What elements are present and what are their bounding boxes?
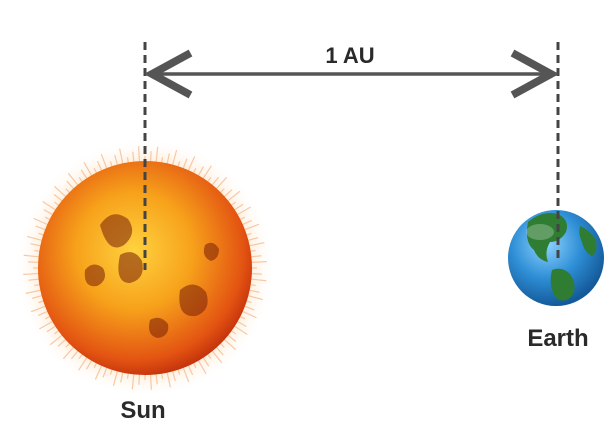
sun-ray — [28, 278, 40, 281]
sun-ray — [138, 146, 141, 163]
sun-ray — [215, 176, 228, 190]
sun-ray — [27, 235, 43, 242]
sun-ray — [243, 305, 255, 311]
sun-ray — [120, 371, 124, 383]
sun-ray — [46, 325, 57, 333]
sun-rays — [23, 146, 267, 390]
sun-ray — [28, 261, 40, 264]
sun-ray — [30, 243, 42, 247]
sun-ray — [85, 359, 93, 370]
sun-ray — [215, 346, 224, 356]
sun-ray — [93, 362, 98, 369]
distance-label: 1 AU — [325, 43, 374, 68]
sun-ray — [226, 190, 241, 202]
sun-ray — [250, 272, 262, 275]
sun-ray — [43, 208, 54, 216]
sun-ray — [202, 165, 212, 180]
sun-ray — [149, 151, 152, 163]
sun-ray — [248, 289, 260, 293]
sun-ray — [131, 373, 135, 390]
sun-ray — [78, 356, 88, 371]
sun-ray — [247, 294, 263, 301]
sun-ray — [114, 154, 119, 166]
sun-ray — [241, 310, 257, 319]
sun-ray — [25, 289, 42, 294]
sun-ray — [155, 373, 158, 385]
sun-ray — [102, 366, 108, 378]
sun-surface-spots — [84, 214, 219, 338]
sun-ray — [241, 219, 253, 226]
sun-ray — [219, 188, 225, 194]
sun-ray — [126, 372, 130, 379]
sun-ray — [53, 185, 67, 198]
sun-ray — [119, 148, 124, 165]
sun-ray — [233, 203, 244, 211]
sun-ray — [53, 193, 64, 202]
sun-ray — [226, 334, 237, 343]
sun-ray — [83, 162, 93, 177]
sun-ray — [171, 370, 176, 382]
sun-ray — [223, 189, 233, 198]
sun-ray — [250, 255, 262, 258]
sun-ray — [80, 169, 88, 180]
sun-ray — [192, 362, 197, 369]
sun-ray — [211, 176, 220, 187]
sun-ray — [23, 254, 40, 258]
earth — [508, 210, 604, 306]
earth-highlight — [526, 224, 554, 240]
sun-ray — [202, 356, 210, 367]
sun-ray — [33, 217, 49, 226]
sun-ray — [197, 359, 207, 374]
sun-ray — [250, 278, 267, 282]
sun-label: Sun — [120, 397, 165, 424]
sun-ray — [100, 153, 108, 170]
sun-ray — [35, 225, 47, 231]
sun-ray — [23, 272, 40, 275]
sun-ray — [155, 146, 159, 163]
sun-ray — [166, 153, 170, 165]
sun-ray — [138, 373, 141, 385]
sun-ray — [247, 237, 259, 242]
sun-ray — [42, 201, 57, 211]
sun-ray — [67, 172, 79, 187]
sun-ray — [236, 206, 251, 216]
sun-ray — [149, 373, 152, 390]
sun-ray — [49, 334, 64, 346]
sun-ray — [30, 305, 47, 313]
sun-ray — [34, 283, 41, 287]
sun-ray — [187, 156, 196, 172]
sun-ray — [112, 370, 119, 386]
sun-ray — [248, 242, 265, 247]
sun-ray — [57, 338, 67, 347]
sun-ray — [211, 349, 223, 364]
sun-ray — [66, 180, 75, 190]
sun-ray — [39, 320, 54, 330]
sun-ray — [171, 150, 178, 166]
sun-ray — [37, 310, 49, 317]
sun-ray — [166, 371, 171, 388]
sun-ray — [31, 294, 43, 299]
sun-ray — [243, 223, 260, 231]
sun-ray — [236, 320, 247, 328]
sun-ray — [197, 166, 205, 177]
earth-label: Earth — [527, 325, 588, 352]
sun-ray — [94, 364, 103, 380]
sun-ray — [182, 366, 190, 383]
sun-ray — [233, 325, 248, 335]
sun-ray — [160, 372, 164, 379]
sun-ray — [187, 364, 194, 376]
sun-ray — [132, 151, 135, 163]
sun-ray — [62, 346, 75, 360]
sun-ray — [182, 158, 188, 170]
sun-ray — [96, 160, 103, 172]
sun-ray — [223, 338, 237, 351]
sun-ray — [250, 261, 267, 264]
sun-ray — [70, 349, 79, 360]
